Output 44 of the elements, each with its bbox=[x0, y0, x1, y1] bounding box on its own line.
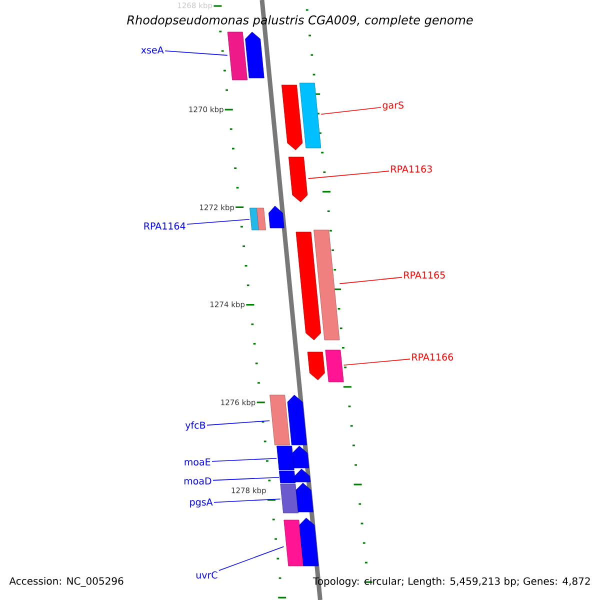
leader-line bbox=[212, 476, 280, 481]
gene-block bbox=[299, 82, 322, 148]
gene-block bbox=[314, 230, 340, 340]
leader-line bbox=[186, 218, 250, 225]
gene-label: RPA1166 bbox=[412, 353, 453, 361]
gene-label: yfcB bbox=[185, 421, 206, 431]
accession-text: Accession: NC_005296 bbox=[9, 577, 124, 587]
leader-line bbox=[339, 276, 402, 284]
gene-block bbox=[307, 352, 325, 380]
leader-line bbox=[214, 498, 281, 503]
gene-block bbox=[250, 208, 259, 230]
gene-block bbox=[280, 484, 298, 514]
leader-line bbox=[308, 170, 390, 179]
gene-block bbox=[288, 156, 308, 202]
gene-label: moaD bbox=[184, 477, 212, 485]
genome-info-text: Topology: circular; Length: 5,459,213 bp; Genes: 4,872 bbox=[312, 577, 590, 587]
gene-block bbox=[282, 84, 303, 150]
gene-block bbox=[268, 206, 284, 228]
gene-block bbox=[279, 470, 296, 484]
gene-block bbox=[325, 350, 344, 382]
gene-label: RPA1163 bbox=[391, 165, 432, 173]
gene-label: garS bbox=[382, 101, 404, 111]
gene-block bbox=[296, 232, 321, 340]
gene-label: RPA1164 bbox=[144, 222, 186, 230]
gene-label: moaE bbox=[184, 458, 210, 466]
gene-label: xseA bbox=[141, 46, 164, 54]
leader-line bbox=[218, 546, 284, 571]
gene-label: uvrC bbox=[196, 571, 218, 579]
gene-block bbox=[292, 446, 310, 468]
gene-block bbox=[245, 32, 264, 78]
leader-line bbox=[212, 458, 277, 462]
gene-block bbox=[284, 520, 304, 566]
gene-label: pgsA bbox=[190, 498, 213, 508]
gene-block bbox=[227, 32, 248, 80]
leader-line bbox=[206, 420, 270, 426]
gene-block bbox=[294, 468, 310, 482]
gene-block bbox=[270, 394, 290, 446]
gene-block bbox=[256, 208, 266, 230]
leader-line bbox=[343, 358, 410, 366]
leader-line bbox=[164, 50, 228, 56]
leader-line bbox=[320, 107, 382, 115]
gene-block bbox=[299, 518, 319, 566]
title: Rhodopseudomonas palustris CGA009, complete genome bbox=[127, 15, 473, 27]
gene-label: RPA1165 bbox=[404, 271, 445, 279]
